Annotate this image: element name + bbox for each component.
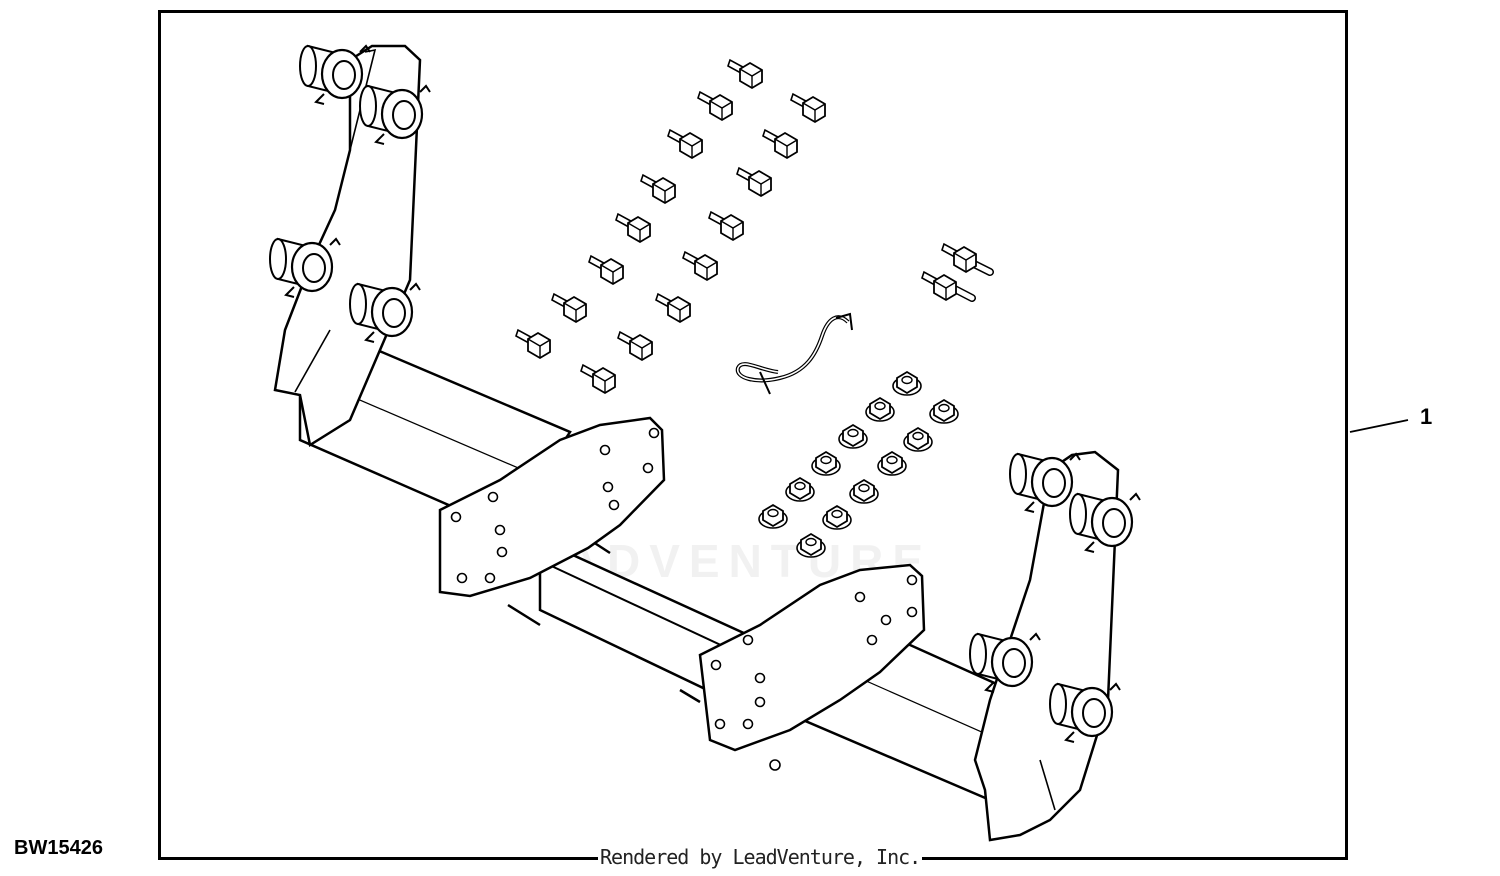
hardware-bolts — [515, 59, 826, 394]
hardware-clip — [735, 312, 853, 395]
left-mount-plate — [438, 416, 666, 598]
hardware-small-bolts — [921, 243, 994, 302]
hardware-nuts — [758, 371, 959, 558]
callout-1: 1 — [1420, 404, 1433, 429]
render-credit: Rendered by LeadVenture, Inc. — [598, 845, 923, 869]
callout-leader-1 — [1349, 419, 1409, 433]
right-side-bracket — [968, 450, 1142, 842]
figure-id: BW15426 — [14, 837, 103, 859]
right-mount-plate — [698, 563, 926, 771]
left-side-bracket — [268, 44, 432, 448]
